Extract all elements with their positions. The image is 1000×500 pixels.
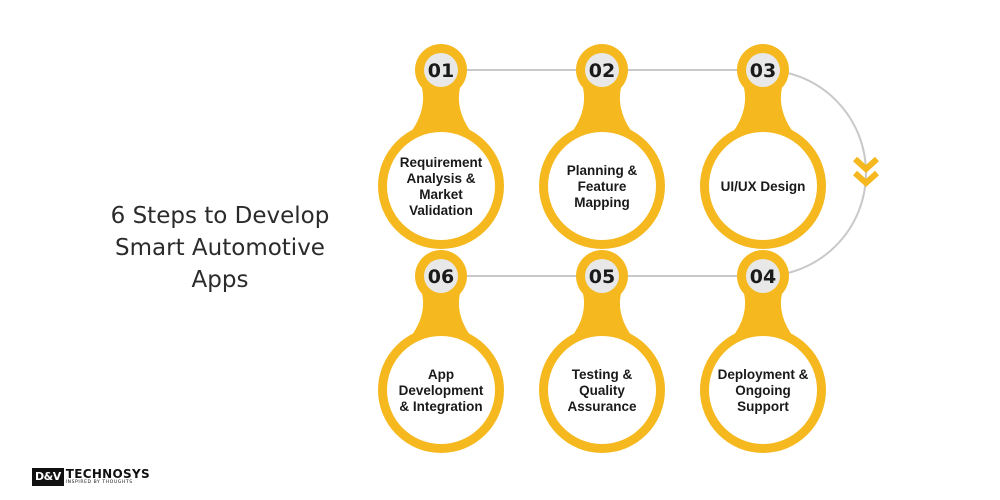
step-04-number: 04 bbox=[750, 266, 776, 288]
step-03-circle-inner bbox=[709, 132, 817, 240]
step-05-badge-inner bbox=[585, 259, 619, 293]
step-05-circle-inner bbox=[548, 336, 656, 444]
step-02-number: 02 bbox=[589, 60, 615, 82]
step-05-label-line: Assurance bbox=[567, 399, 637, 414]
step-03-badge-inner bbox=[746, 53, 780, 87]
step-01-badge-inner bbox=[424, 53, 458, 87]
step-02-label-line: Planning & bbox=[567, 163, 638, 178]
step-03-label-line: UI/UX Design bbox=[721, 179, 806, 194]
step-01-label-line: Market bbox=[419, 187, 463, 202]
step-04-label-line: Ongoing bbox=[735, 383, 790, 398]
step-06-number: 06 bbox=[428, 266, 454, 288]
step-06-label-line: & Integration bbox=[399, 399, 482, 414]
step-01-label-line: Requirement bbox=[400, 155, 483, 170]
step-04-circle-inner bbox=[709, 336, 817, 444]
double-chevron-down-icon bbox=[852, 156, 880, 174]
step-06-label-line: Development bbox=[399, 383, 484, 398]
company-logo: D&V TECHNOSYS INSPIRED BY THOUGHTS bbox=[32, 466, 150, 488]
step-04-badge-inner bbox=[746, 259, 780, 293]
step-01-label-line: Validation bbox=[409, 203, 473, 218]
step-01-label-line: Analysis & bbox=[406, 171, 475, 186]
step-05-label-line: Testing & bbox=[572, 367, 633, 382]
step-06-badge-inner bbox=[424, 259, 458, 293]
step-06-circle-inner bbox=[387, 336, 495, 444]
step-02-label-line: Feature bbox=[578, 179, 627, 194]
step-02-badge-inner bbox=[585, 53, 619, 87]
logo-mark: D&V bbox=[32, 468, 64, 486]
step-05-number: 05 bbox=[589, 266, 615, 288]
double-chevron-down-icon-lower bbox=[852, 170, 880, 188]
step-02-label-line: Mapping bbox=[574, 195, 630, 210]
logo-wordmark: TECHNOSYS INSPIRED BY THOUGHTS bbox=[66, 468, 150, 486]
step-03-number: 03 bbox=[750, 60, 776, 82]
title-line-1: 6 Steps to Develop bbox=[110, 203, 330, 229]
step-04-label-line: Deployment & bbox=[718, 367, 809, 382]
step-05-label-line: Quality bbox=[579, 383, 625, 398]
step-04-label-line: Support bbox=[737, 399, 789, 414]
logo-name: TECHNOSYS bbox=[65, 467, 150, 481]
logo-tagline: INSPIRED BY THOUGHTS bbox=[65, 480, 133, 485]
title-line-3: Apps bbox=[191, 267, 249, 293]
connector-curve bbox=[762, 69, 867, 277]
step-06-label-line: App bbox=[428, 367, 454, 382]
step-02-circle-inner bbox=[548, 132, 656, 240]
step-01-number: 01 bbox=[428, 60, 454, 82]
title-line-2: Smart Automotive bbox=[115, 235, 325, 261]
infographic-title: 6 Steps to Develop Smart Automotive Apps bbox=[60, 200, 380, 296]
step-01-circle-inner bbox=[387, 132, 495, 240]
